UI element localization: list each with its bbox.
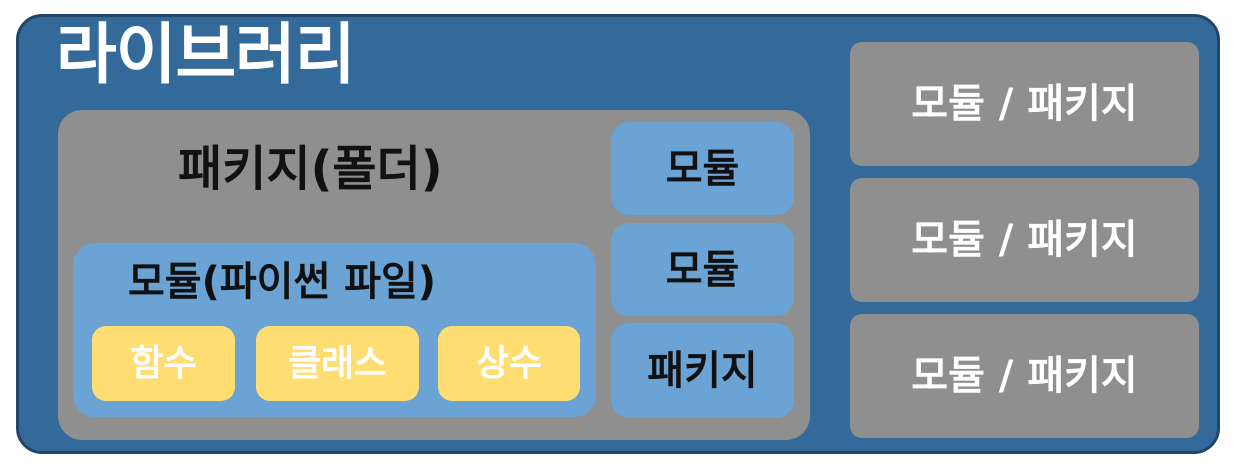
side-module-2: 모듈 [611,223,794,316]
side-package: 패키지 [611,323,794,418]
side-module-1: 모듈 [611,122,794,215]
right-box-3: 모듈 / 패키지 [850,314,1199,438]
module-file-title: 모듈(파이썬 파일) [128,259,437,305]
package-title: 패키지(폴더) [178,141,443,197]
item-class: 클래스 [256,326,419,401]
right-box-2: 모듈 / 패키지 [850,178,1199,302]
library-title: 라이브러리 [56,16,356,93]
right-box-1: 모듈 / 패키지 [850,42,1199,166]
item-function: 함수 [92,326,235,401]
item-constant: 상수 [438,326,580,401]
